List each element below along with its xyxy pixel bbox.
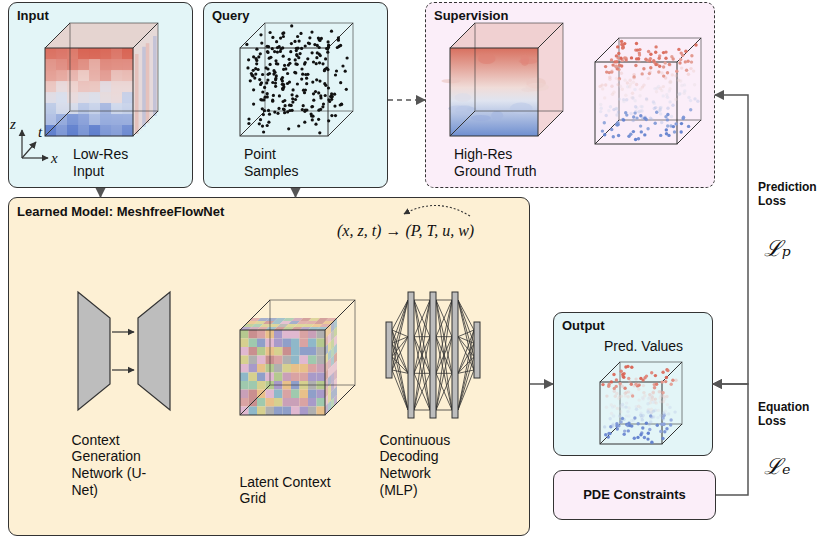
output-panel: OutputPred. Values (553, 312, 713, 456)
connector (295, 188, 297, 197)
panel-title: Supervision (434, 8, 508, 24)
block-label: Context Generation Network (U-Net) (72, 432, 160, 499)
mlp-block: Continuous Decoding Network (MLP) (380, 432, 475, 512)
block-label: High-Res Ground Truth (454, 146, 549, 180)
input-panel: InputLow-Res Input (8, 2, 193, 188)
connector (713, 384, 748, 495)
connector (713, 95, 748, 384)
connector (388, 99, 425, 101)
connector (100, 188, 102, 197)
edge-label: Equation Loss (758, 400, 820, 428)
panel-title: PDE Constraints (554, 487, 715, 503)
query-panel: QueryPoint Samples (203, 2, 388, 188)
block-label: Continuous Decoding Network (MLP) (380, 432, 468, 499)
panel-title: Query (212, 8, 250, 24)
panel-title: Input (17, 8, 49, 24)
panel-title: Learned Model: MeshfreeFlowNet (17, 204, 224, 220)
latent-grid-block: Latent Context Grid (240, 474, 340, 516)
block-label: (x, z, t) → (P, T, u, w) (337, 222, 474, 240)
axis-label: x (51, 150, 58, 167)
loss-symbol: ℒₑ (764, 450, 791, 480)
loss-symbol: ℒₚ (764, 232, 791, 262)
panel-title: Output (562, 318, 605, 334)
block-label: Low-Res Input (73, 146, 145, 180)
connector (530, 383, 553, 385)
axis-label: z (10, 116, 16, 133)
axis-label: t (38, 124, 42, 141)
constraint-box: PDE Constraints (553, 470, 716, 520)
unet-block: Context Generation Network (U-Net) (72, 432, 167, 512)
block-label: Point Samples (244, 146, 316, 180)
supervision-panel: SupervisionHigh-Res Ground Truth (425, 2, 715, 188)
block-label: Latent Context Grid (240, 474, 332, 508)
edge-label: Prediction Loss (758, 180, 820, 208)
block-label: Pred. Values (604, 338, 683, 355)
model-panel: Learned Model: MeshfreeFlowNet (x, z, t) … (8, 197, 530, 536)
